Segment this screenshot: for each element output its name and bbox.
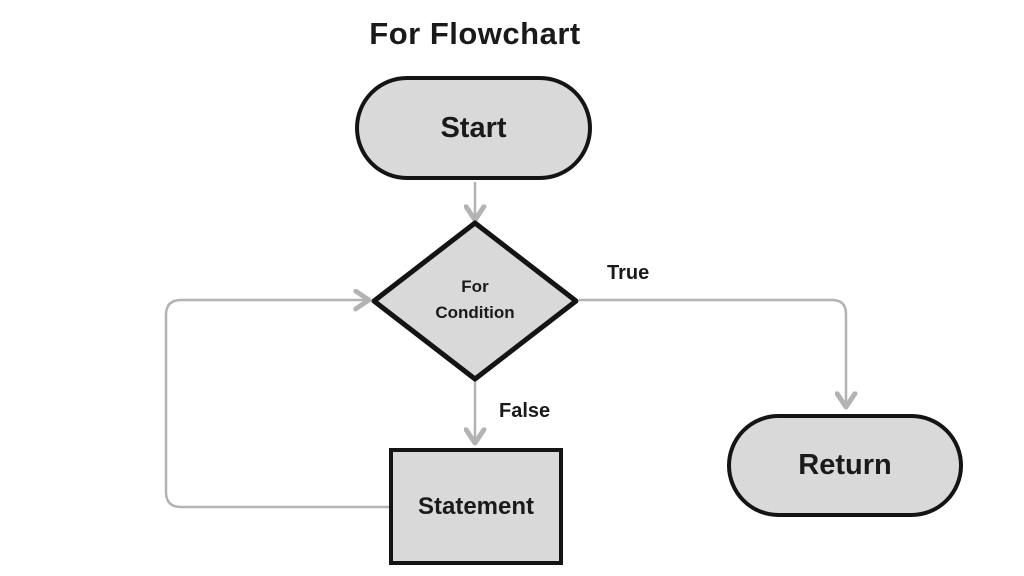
edge-condition-to-return [579, 298, 846, 407]
node-statement: Statement [389, 448, 563, 565]
node-return-label: Return [798, 449, 892, 481]
node-start-label: Start [440, 111, 507, 144]
edge-label-true: True [607, 262, 650, 284]
node-for-condition-shape [371, 220, 579, 382]
node-start: Start [355, 76, 592, 180]
node-for-condition-label-line2: Condition [435, 303, 515, 323]
node-return: Return [727, 414, 963, 517]
edge-label-false: False [499, 400, 551, 422]
diagram-title: For Flowchart [369, 16, 581, 51]
edge-statement-to-condition [164, 300, 389, 509]
node-for-condition-label: For Condition [405, 274, 545, 327]
node-statement-label: Statement [417, 492, 535, 520]
node-for-condition-label-line1: For [461, 277, 489, 296]
